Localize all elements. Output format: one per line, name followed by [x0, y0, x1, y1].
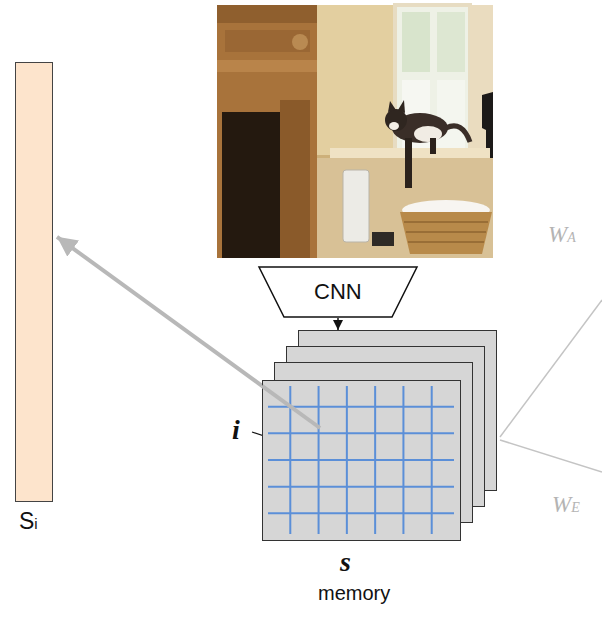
cat-photo [217, 5, 493, 258]
memory-stack-outline [262, 330, 498, 542]
node-title: CNN [314, 279, 362, 305]
cnn-trapezoid: CNN [258, 266, 418, 318]
weight-line [500, 440, 602, 472]
feature-arrow [57, 237, 262, 386]
weight-label: WA [548, 222, 576, 248]
weight-label: WE [552, 492, 580, 518]
memory-stack: smemory [262, 330, 498, 542]
state-bar: Si [15, 62, 53, 502]
node-title: Si [19, 508, 38, 535]
node-caption: memory [318, 582, 390, 605]
weight-line [500, 300, 602, 437]
node-title: s [340, 546, 351, 578]
index-label: i [232, 414, 240, 446]
state-bar-outline [15, 62, 53, 502]
flow-arrow [337, 318, 339, 330]
